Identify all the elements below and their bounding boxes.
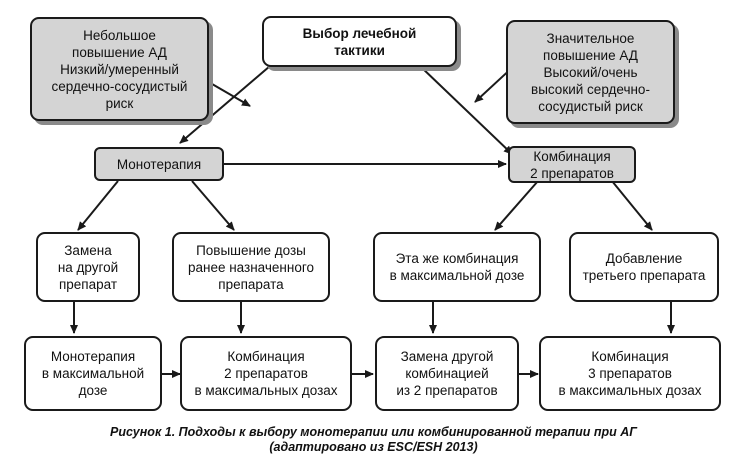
arrow-mono-to-increase <box>191 180 235 231</box>
small-increase-box: Небольшое повышение АД Низкий/умеренный … <box>30 17 209 121</box>
figure-caption-line2: (адаптировано из ESC/ESH 2013) <box>269 440 478 454</box>
arrow-choice-to-combo <box>419 65 513 155</box>
figure-caption-line1: Рисунок 1. Подходы к выбору монотерапии … <box>110 425 637 439</box>
choice-box: Выбор лечебной тактики <box>262 16 457 67</box>
arrow-combo-to-same <box>494 180 539 231</box>
add-third-box: Добавление третьего препарата <box>569 232 719 302</box>
monotherapy-box: Монотерапия <box>94 147 224 181</box>
arrow-mono-to-replace <box>77 180 119 231</box>
combo2-max-box: Комбинация 2 препаратов в максимальных д… <box>180 336 352 411</box>
replace-combo-box: Замена другой комбинацией из 2 препарато… <box>375 336 519 411</box>
combination-box: Комбинация 2 препаратов <box>508 146 636 183</box>
flow-arrows <box>70 64 675 378</box>
combo3-max-box: Комбинация 3 препаратов в максимальных д… <box>539 336 721 411</box>
large-increase-box: Значительное повышение АД Высокий/очень … <box>506 20 675 124</box>
replace-drug-box: Замена на другой препарат <box>36 232 140 302</box>
arrow-choice-to-mono <box>179 65 271 144</box>
arrow-combo-to-third <box>611 180 653 231</box>
same-combination-box: Эта же комбинация в максимальной дозе <box>373 232 541 302</box>
increase-dose-box: Повышение дозы ранее назначенного препар… <box>172 232 330 302</box>
mono-max-box: Монотерапия в максимальной дозе <box>24 336 162 411</box>
